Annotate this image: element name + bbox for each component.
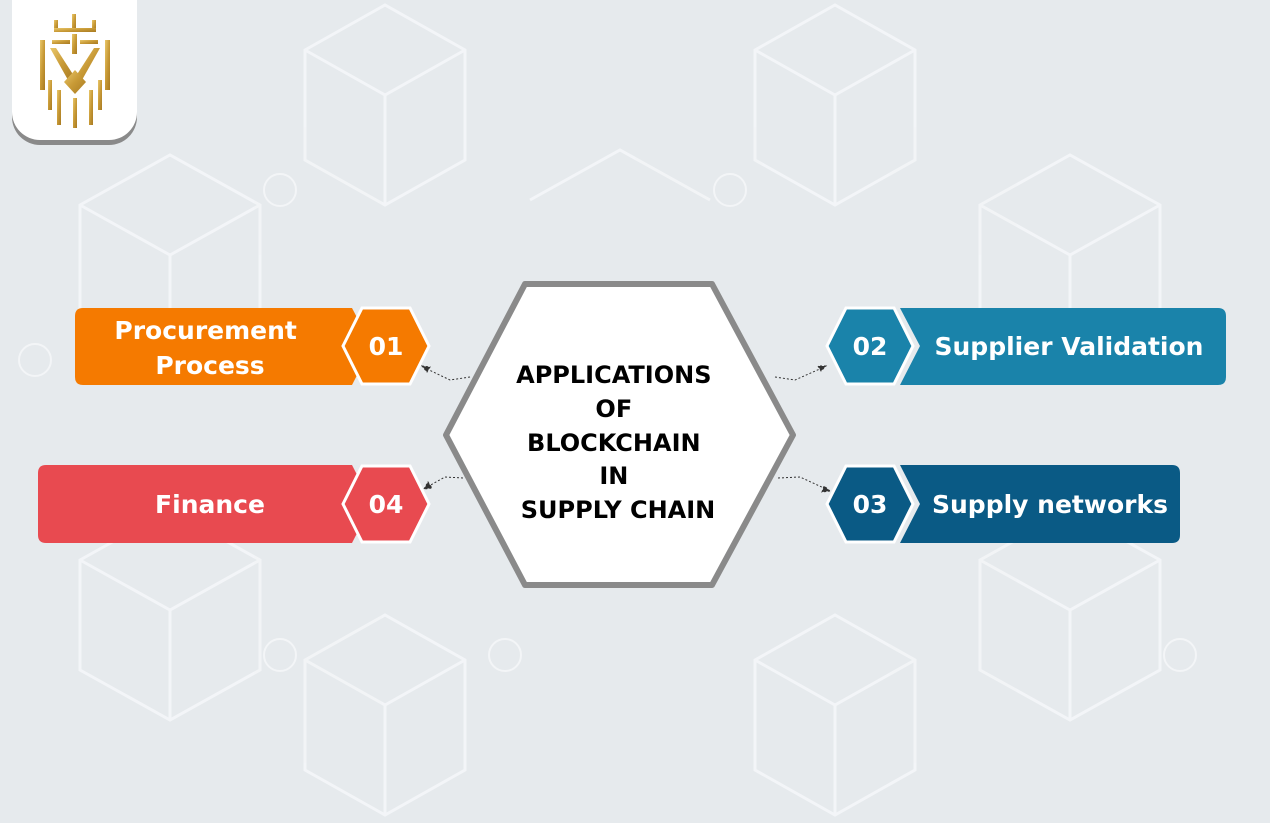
number-01: 01 — [369, 332, 404, 361]
item-procurement-process: 01 Procurement Process — [75, 306, 431, 386]
center-title: APPLICATIONS OF BLOCKCHAIN IN SUPPLY CHA… — [516, 361, 720, 524]
hex-04 — [341, 464, 431, 544]
banner-03 — [900, 465, 1180, 543]
background-cubes — [78, 3, 1162, 817]
number-03: 03 — [853, 490, 888, 519]
center-hexagon — [443, 281, 796, 588]
label-03: Supply networks — [932, 490, 1168, 519]
label-02: Supplier Validation — [935, 332, 1204, 361]
logo-card[interactable] — [12, 0, 137, 140]
center-line: SUPPLY CHAIN — [521, 496, 716, 524]
hex-01 — [341, 306, 431, 386]
hex-02 — [825, 306, 915, 386]
item-finance: 04 Finance — [38, 464, 431, 544]
nft-watermarks — [18, 173, 1197, 672]
item-supplier-validation: 02 Supplier Validation — [825, 306, 1226, 386]
banner-04 — [38, 465, 372, 543]
center-line: OF — [595, 395, 632, 423]
hex-03 — [825, 464, 915, 544]
center-line: BLOCKCHAIN — [527, 429, 701, 457]
label-04: Finance — [155, 490, 265, 519]
banner-01 — [75, 308, 372, 385]
center-line: IN — [599, 462, 628, 490]
number-02: 02 — [853, 332, 888, 361]
number-04: 04 — [369, 490, 404, 519]
center-line: APPLICATIONS — [516, 361, 711, 389]
banner-02 — [900, 308, 1226, 385]
crown-lion-logo-icon — [40, 14, 110, 128]
label-01: Procurement Process — [114, 316, 305, 380]
connector-arrows — [420, 365, 832, 493]
item-supply-networks: 03 Supply networks — [825, 464, 1180, 544]
